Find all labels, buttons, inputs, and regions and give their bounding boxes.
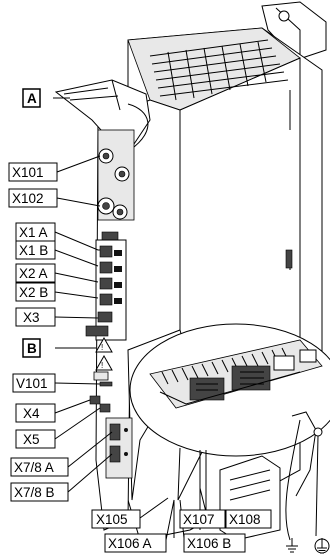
label-x105-text: X105 [96,512,128,527]
label-x108-text: X108 [229,512,261,527]
label-x106b: X106 B [183,533,246,553]
label-x2b: X2 B [15,282,56,302]
lower-connectors [89,381,133,479]
label-b-text: B [27,341,37,356]
label-x101-text: X101 [12,165,44,180]
label-b: B [22,338,41,358]
ground-icon [286,538,330,554]
label-x106b-text: X106 B [187,536,231,551]
label-x5: X5 [15,429,56,449]
label-x102-text: X102 [12,191,44,206]
label-x4: X4 [15,403,56,423]
label-x4-text: X4 [23,406,40,421]
label-x2a-text: X2 A [19,266,48,281]
label-x2a: X2 A [15,263,56,283]
svg-text:!: ! [101,361,103,370]
label-x108: X108 [225,509,272,529]
top-vents [149,39,289,101]
label-x107-text: X107 [183,512,215,527]
label-a-text: A [27,91,37,106]
label-x101: X101 [8,162,58,182]
label-x78a: X7/8 A [10,457,69,477]
label-v101-text: V101 [16,376,48,391]
label-x78b: X7/8 B [10,482,69,502]
label-x102: X102 [8,188,58,208]
label-x106a-text: X106 A [108,536,152,551]
label-x2b-text: X2 B [19,285,48,300]
label-a: A [22,88,41,108]
label-x105: X105 [91,509,141,529]
label-x3-text: X3 [23,310,40,325]
svg-text:!: ! [101,343,103,352]
detail-bubble [129,323,330,501]
label-x78a-text: X7/8 A [14,460,54,475]
label-x106a: X106 A [104,533,167,553]
label-x1b-text: X1 B [19,243,48,258]
label-x1a: X1 A [15,222,56,242]
ethernet-ports [95,239,127,341]
connectors-x101-x102 [97,129,135,241]
label-x3: X3 [15,307,56,327]
label-x107: X107 [179,509,226,529]
label-x1b: X1 B [15,240,56,260]
label-v101: V101 [12,373,56,393]
label-x1a-text: X1 A [19,225,48,240]
label-x5-text: X5 [23,432,40,447]
label-x78b-text: X7/8 B [14,485,55,500]
warning-plate: ! ! [85,325,113,381]
